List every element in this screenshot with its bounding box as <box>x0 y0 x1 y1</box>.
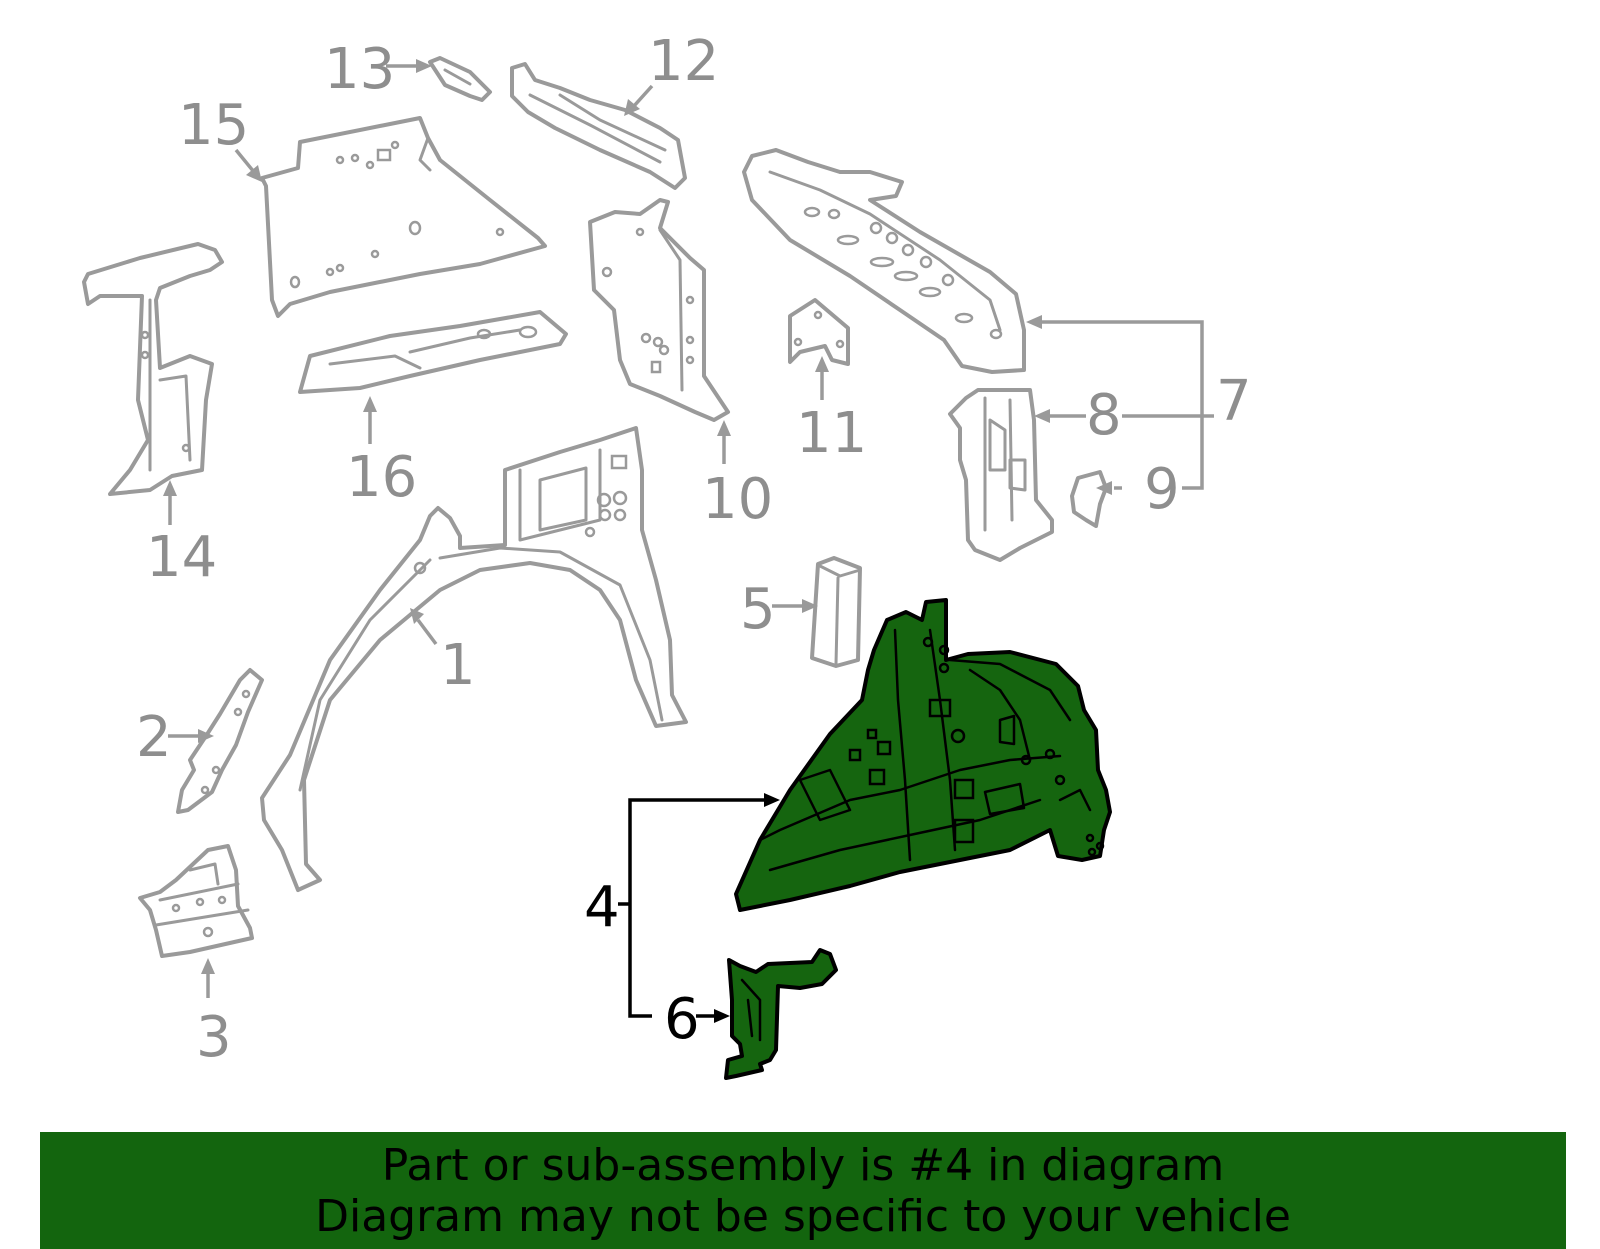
part-2 <box>176 668 264 814</box>
part-16 <box>298 310 568 394</box>
callout-13: 13 <box>324 37 395 102</box>
banner-line-1: Part or sub-assembly is #4 in diagram <box>381 1140 1225 1191</box>
part-5 <box>810 556 862 668</box>
callout-4: 4 <box>584 875 620 940</box>
part-12 <box>510 62 687 190</box>
callout-3: 3 <box>196 1005 232 1070</box>
part-10 <box>588 198 730 422</box>
part-14 <box>82 242 224 496</box>
part-15 <box>260 116 547 318</box>
callout-8: 8 <box>1086 383 1122 448</box>
leaders <box>163 59 1214 1023</box>
part-8 <box>948 388 1054 562</box>
callout-10: 10 <box>702 467 773 532</box>
part-13 <box>428 56 492 102</box>
callout-2: 2 <box>136 705 172 770</box>
callouts: 13 12 15 14 16 10 11 7 8 9 1 2 3 5 4 6 <box>136 29 1252 1070</box>
part-1 <box>260 426 688 892</box>
callout-1: 1 <box>440 633 476 698</box>
callout-15: 15 <box>178 93 249 158</box>
callout-11: 11 <box>796 401 867 466</box>
part-7 <box>742 148 1026 374</box>
part-9 <box>1070 470 1108 528</box>
banner-line-2: Diagram may not be specific to your vehi… <box>315 1191 1291 1242</box>
part-11 <box>788 298 850 366</box>
callout-16: 16 <box>346 445 417 510</box>
callout-7: 7 <box>1216 369 1252 434</box>
part-3 <box>138 844 254 958</box>
callout-9: 9 <box>1144 457 1180 522</box>
info-banner: Part or sub-assembly is #4 in diagram Di… <box>40 1132 1566 1249</box>
part-4-highlighted <box>734 598 1112 912</box>
callout-5: 5 <box>740 577 776 642</box>
callout-6: 6 <box>664 987 700 1052</box>
callout-14: 14 <box>146 525 217 590</box>
callout-12: 12 <box>648 29 719 94</box>
part-6-highlighted <box>724 948 838 1080</box>
